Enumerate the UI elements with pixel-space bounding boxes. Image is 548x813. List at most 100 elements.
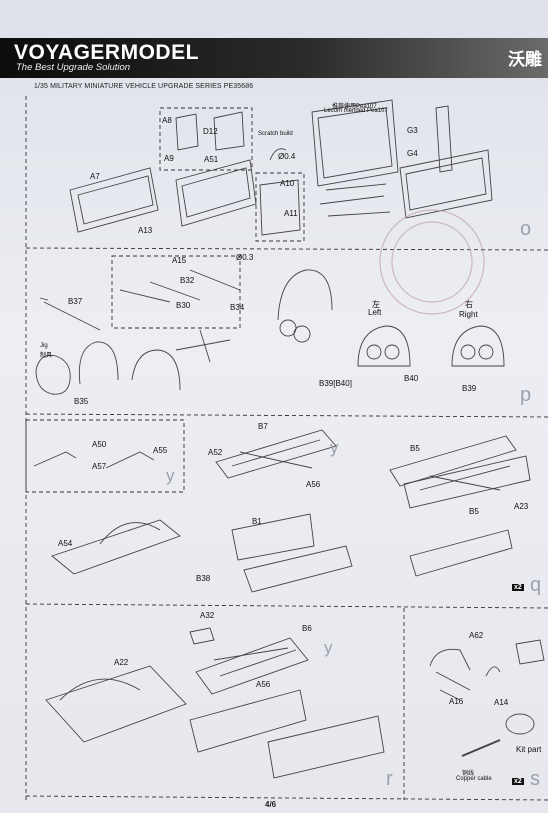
label-phi-03: Ø0.3 — [236, 253, 254, 262]
part-top-panel — [311, 99, 399, 187]
part-r-bottom — [267, 715, 385, 779]
label-b39: B39 — [462, 384, 477, 393]
page-number: 4/6 — [265, 800, 277, 809]
label-a7: A7 — [90, 172, 100, 181]
section-letter-o: o — [520, 218, 532, 240]
label-b39-b40: B39[B40] — [319, 379, 352, 388]
divider-p-q — [25, 413, 548, 418]
part-a10 — [259, 179, 301, 236]
label-a8: A8 — [162, 116, 172, 125]
section-letter-s: s — [530, 768, 540, 790]
box-b30-b34 — [111, 255, 241, 329]
label-a15: A15 — [172, 256, 187, 265]
label-b5-bottom: B5 — [469, 507, 479, 516]
part-b30-b34 — [119, 269, 241, 303]
label-scratch-build: Scratch build — [258, 131, 293, 137]
part-cross — [175, 329, 231, 363]
label-right-en: Right — [459, 310, 478, 319]
label-copper-cn: 铜线 — [462, 771, 475, 777]
part-r-tray — [189, 689, 307, 753]
label-a13: A13 — [138, 226, 153, 235]
part-lens-right — [293, 325, 311, 343]
part-jig — [35, 354, 71, 395]
label-b30: B30 — [176, 301, 191, 310]
part-b39-arch — [277, 269, 333, 321]
box-a10-a11 — [255, 172, 305, 242]
multiplier-q: x2 — [512, 584, 524, 591]
label-a54: A54 — [58, 539, 73, 548]
series-line: 1/35 MILITARY MINIATURE VEHICLE UPGRADE … — [34, 83, 254, 90]
part-b1-tray — [243, 545, 353, 593]
part-a32 — [189, 627, 215, 645]
section-letter-q: q — [530, 574, 542, 596]
label-b37: B37 — [68, 297, 83, 306]
label-copper-en: Copper cable — [456, 776, 492, 782]
chinese-brand-title: 沃雕 — [508, 50, 542, 69]
label-recommend-cn: 推荐使用Pea107 — [332, 104, 377, 110]
part-lens-left — [279, 319, 297, 337]
section-letter-p: p — [520, 384, 532, 406]
part-a62 — [429, 648, 471, 671]
label-b34: B34 — [230, 303, 245, 312]
label-g4: G4 — [407, 149, 418, 158]
label-phi-04: Ø0.4 — [278, 152, 296, 161]
label-a23: A23 — [514, 502, 529, 511]
label-b38: B38 — [196, 574, 211, 583]
part-copper-cable — [461, 739, 501, 757]
part-b39 — [451, 325, 505, 367]
label-left-en: Left — [368, 308, 382, 317]
label-a56-r: A56 — [256, 680, 271, 689]
label-b1: B1 — [252, 517, 262, 526]
label-b7: B7 — [258, 422, 268, 431]
part-a51-frame — [175, 159, 257, 227]
part-a22 — [45, 665, 187, 743]
part-a50-a57 — [33, 451, 155, 469]
part-b5-tray — [403, 455, 531, 509]
part-g-panel — [399, 149, 493, 219]
label-a22: A22 — [114, 658, 129, 667]
section-letter-y-3: y — [324, 638, 333, 657]
label-recommend-en: Lecom mended Pea107 — [324, 108, 388, 114]
label-a9: A9 — [164, 154, 174, 163]
label-a50: A50 — [92, 440, 107, 449]
part-a16 — [435, 671, 471, 701]
part-b6 — [195, 637, 309, 695]
label-b6: B6 — [302, 624, 312, 633]
header-banner — [0, 38, 548, 78]
label-jig-cn: 制具 — [40, 353, 53, 359]
label-d12: D12 — [203, 127, 218, 136]
label-b40: B40 — [404, 374, 419, 383]
label-right-cn: 右 — [465, 300, 473, 309]
box-a8-a9 — [159, 107, 253, 171]
brand-logo: VOYAGERMODEL — [14, 41, 199, 64]
part-b35-a — [78, 341, 119, 385]
part-q-right — [409, 529, 513, 577]
label-a14: A14 — [494, 698, 509, 707]
label-a11: A11 — [284, 209, 298, 218]
part-b37 — [39, 297, 101, 331]
watermark-stamp — [379, 209, 485, 315]
label-a10: A10 — [280, 179, 295, 188]
label-a55: A55 — [153, 446, 168, 455]
divider-bottom — [25, 795, 548, 801]
label-b5-top: B5 — [410, 444, 420, 453]
label-a32: A32 — [200, 611, 215, 620]
label-a16: A16 — [449, 697, 464, 706]
part-a8 — [175, 113, 199, 151]
label-a51: A51 — [204, 155, 219, 164]
label-jig-en: Jig — [40, 343, 48, 349]
section-letter-r: r — [386, 768, 393, 790]
label-a57: A57 — [92, 462, 107, 471]
part-b7 — [215, 429, 337, 479]
label-b32: B32 — [180, 276, 195, 285]
part-kit-ring — [505, 713, 535, 735]
divider-o-p — [25, 247, 548, 251]
multiplier-s: x2 — [512, 778, 524, 785]
box-a50-a57 — [25, 419, 185, 493]
part-kit-s — [515, 639, 545, 665]
label-a52: A52 — [208, 448, 223, 457]
part-d12 — [213, 111, 245, 151]
label-g3: G3 — [407, 126, 418, 135]
brand-tagline: The Best Upgrade Solution — [16, 62, 131, 73]
